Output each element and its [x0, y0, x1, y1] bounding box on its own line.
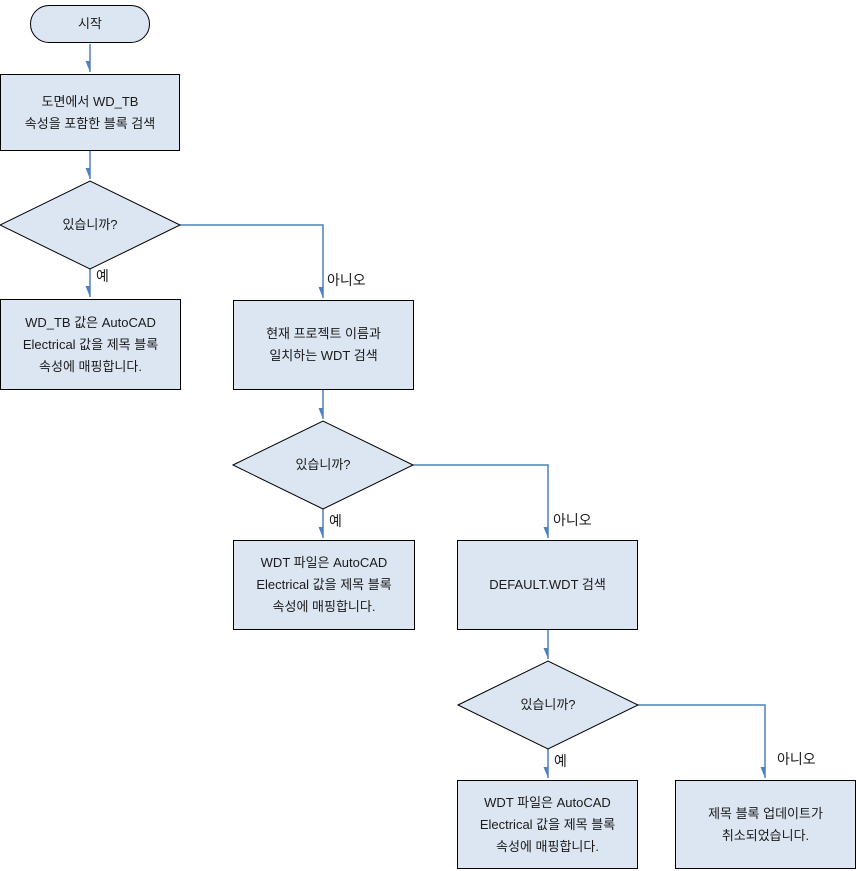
decision-check1: 있습니까? — [0, 181, 180, 269]
decision-check2: 있습니까? — [233, 421, 413, 509]
edge-label-no-1: 아니오 — [327, 272, 366, 288]
decision-check3: 있습니까? — [458, 661, 638, 749]
connector-check2-no-to-search-default-wdt — [413, 464, 549, 538]
decision-shape-check2 — [231, 420, 415, 510]
edge-label-yes-2: 예 — [329, 513, 342, 529]
process-map-wdt-values-2: WDT 파일은 AutoCAD Electrical 값을 제목 블록 속성에 … — [457, 780, 638, 869]
process-map-wdt-values-2-label: WDT 파일은 AutoCAD Electrical 값을 제목 블록 속성에 … — [479, 794, 616, 854]
process-map-wdt-values-1-label: WDT 파일은 AutoCAD Electrical 값을 제목 블록 속성에 … — [256, 555, 392, 614]
connector-check3-no-to-cancelled — [638, 704, 766, 778]
process-search-wdtb-block: 도면에서 WD_TB 속성을 포함한 블록 검색 — [0, 74, 180, 151]
process-search-wdtb-block-label: 도면에서 WD_TB 속성을 포함한 블록 검색 — [24, 93, 156, 131]
edge-label-yes-3: 예 — [554, 753, 567, 769]
process-search-default-wdt: DEFAULT.WDT 검색 — [457, 540, 638, 630]
decision-shape-check1 — [0, 180, 182, 270]
process-search-project-wdt-label: 현재 프로젝트 이름과 일치하는 WDT 검색 — [266, 326, 381, 363]
process-map-wdtb-values-label: WD_TB 값은 AutoCAD Electrical 값을 제목 블록 속성에… — [22, 314, 159, 374]
process-search-project-wdt: 현재 프로젝트 이름과 일치하는 WDT 검색 — [233, 300, 414, 390]
process-search-default-wdt-label: DEFAULT.WDT 검색 — [489, 577, 606, 592]
process-update-cancelled-label: 제목 블록 업데이트가 취소되었습니다. — [708, 805, 823, 843]
edge-label-no-3: 아니오 — [777, 751, 816, 767]
edge-label-yes-1: 예 — [96, 268, 109, 284]
edge-label-no-2: 아니오 — [553, 512, 592, 528]
decision-check2-label: 있습니까? — [295, 457, 351, 472]
decision-check1-label: 있습니까? — [62, 217, 118, 232]
process-map-wdt-values-1: WDT 파일은 AutoCAD Electrical 값을 제목 블록 속성에 … — [233, 540, 415, 630]
decision-check3-label: 있습니까? — [520, 697, 576, 712]
decision-shape-check3 — [456, 660, 640, 750]
process-map-wdtb-values: WD_TB 값은 AutoCAD Electrical 값을 제목 블록 속성에… — [0, 299, 181, 390]
process-update-cancelled: 제목 블록 업데이트가 취소되었습니다. — [675, 780, 856, 869]
connector-check1-no-to-search-project-wdt — [180, 224, 324, 298]
start-node-label: 시작 — [78, 16, 102, 31]
start-node: 시작 — [30, 5, 150, 43]
